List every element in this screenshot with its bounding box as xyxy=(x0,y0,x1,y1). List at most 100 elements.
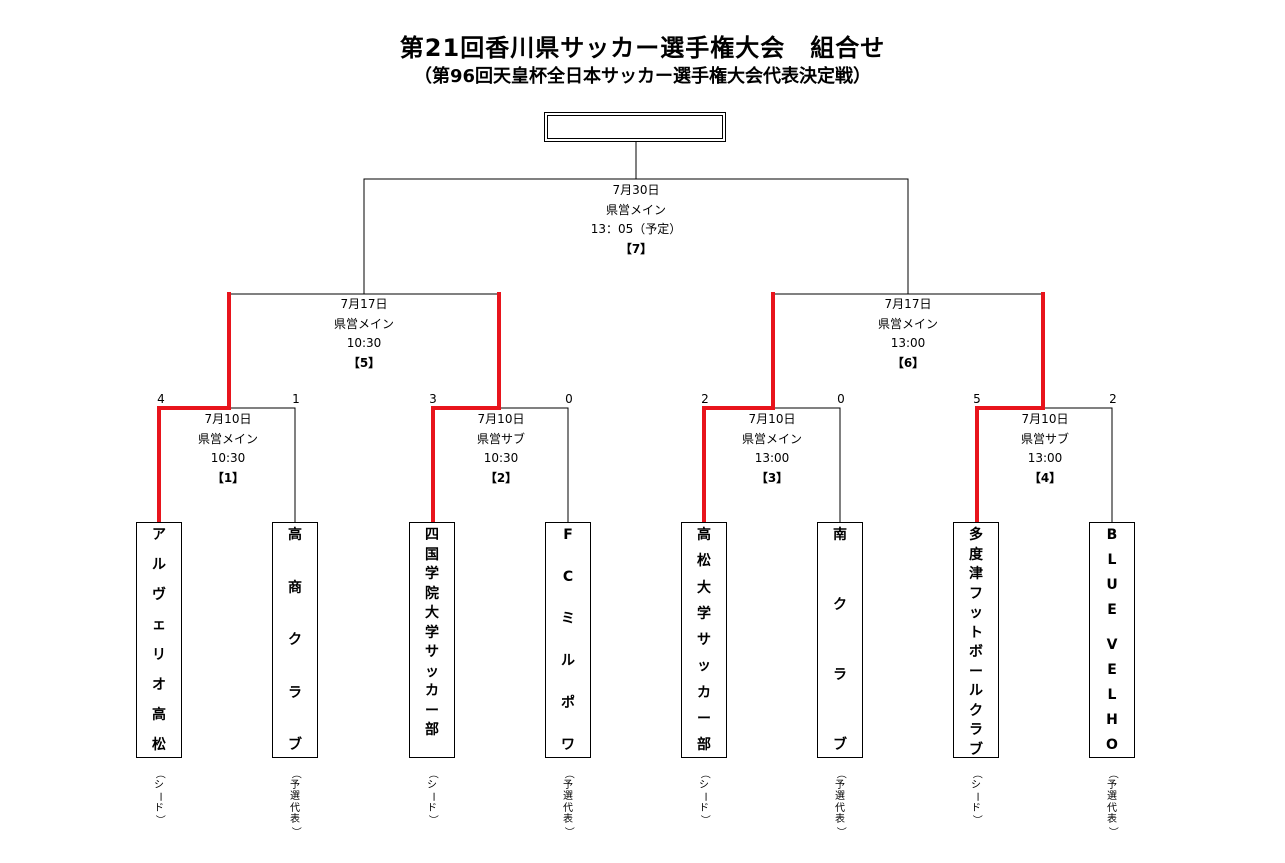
team-name-char: ク xyxy=(833,597,847,613)
team-name-char: 高 xyxy=(288,527,302,543)
team-box: 四国学院大学サッカー部 xyxy=(409,522,455,758)
team-name-char: カ xyxy=(425,683,439,699)
team-note-char: ド xyxy=(699,802,709,814)
team-note-char: ー xyxy=(970,791,982,802)
team-box: 高松大学サッカー部 xyxy=(681,522,727,758)
team-note-char: （ xyxy=(970,768,982,779)
score-team-4: 0 xyxy=(565,392,573,406)
team-note-char: （ xyxy=(698,768,710,779)
team-name-char: 四 xyxy=(425,527,439,543)
team-name-char: 部 xyxy=(425,722,439,738)
match-date: 7月10日 xyxy=(1021,412,1069,426)
team-note-char: 表 xyxy=(835,814,845,825)
team-note-char: ） xyxy=(834,826,846,837)
team-name-char: ル xyxy=(969,683,983,699)
match-date: 7月17日 xyxy=(340,297,388,311)
team-name-char: フ xyxy=(969,585,983,602)
team-name-char: ル xyxy=(152,557,166,573)
team-name-char: ヴ xyxy=(152,587,166,603)
match-3-info: 7月10日 県営メイン 13:00 【3】 xyxy=(712,410,832,488)
team-note-char: 選 xyxy=(835,791,845,802)
match-time: 10:30 xyxy=(346,336,382,350)
match-6-info: 7月17日 県営メイン 13:00 【6】 xyxy=(848,295,968,373)
match-date: 7月10日 xyxy=(748,412,796,426)
score-team-1: 4 xyxy=(157,392,165,406)
team-note: （予選代表） xyxy=(830,768,850,837)
team-name-char: 大 xyxy=(425,605,439,621)
team-box: 多度津フットボールクラブ xyxy=(953,522,999,758)
team-name-char: ル xyxy=(561,653,575,669)
team-name-char: 国 xyxy=(425,546,439,563)
team-note-char: シ xyxy=(154,779,164,791)
team-note-char: （ xyxy=(426,768,438,779)
match-date: 7月30日 xyxy=(612,183,660,197)
match-time: 13:00 xyxy=(1027,451,1063,465)
match-venue: 県営メイン xyxy=(333,316,394,331)
team-name-char: 部 xyxy=(697,737,711,753)
team-name-char: ワ xyxy=(561,737,575,753)
team-note-char: （ xyxy=(1106,768,1118,779)
team-note-char: （ xyxy=(153,768,165,779)
winner-box-inner xyxy=(547,115,723,139)
team-note-char: 表 xyxy=(563,814,573,825)
match-number: 【5】 xyxy=(347,355,381,370)
team-name-char: オ xyxy=(152,677,166,693)
match-time: 10:30 xyxy=(483,451,519,465)
team-name-char: リ xyxy=(152,647,166,663)
team-note-char: ） xyxy=(153,814,165,825)
team-note: （予選代表） xyxy=(285,768,305,837)
page-subtitle: （第96回天皇杯全日本サッカー選手権大会代表決定戦） xyxy=(413,66,872,87)
line-m2-loser xyxy=(499,407,569,522)
team-note-char: ） xyxy=(970,814,982,825)
team-name-char: ボ xyxy=(969,644,983,660)
match-date: 7月10日 xyxy=(477,412,525,426)
team-name-char: V xyxy=(1106,637,1118,653)
team-name-char: L xyxy=(1107,687,1117,703)
team-name-char: 学 xyxy=(425,624,439,641)
team-name-char: ー xyxy=(425,702,439,719)
team-note-char: ） xyxy=(698,814,710,825)
team-box: 高商クラブ xyxy=(272,522,318,758)
team-note-char: （ xyxy=(289,768,301,779)
score-team-8: 2 xyxy=(1109,392,1117,406)
team-note-char: ド xyxy=(427,802,437,814)
match-venue: 県営メイン xyxy=(197,431,258,446)
team-note-char: 代 xyxy=(563,802,573,814)
match-1-info: 7月10日 県営メイン 10:30 【1】 xyxy=(168,410,288,488)
team-name-char: F xyxy=(563,527,573,543)
team-name-char: ェ xyxy=(152,617,166,633)
team-name-char: ク xyxy=(288,632,302,648)
team-name-char: 多 xyxy=(969,527,983,543)
match-date: 7月17日 xyxy=(884,297,932,311)
page-title: 第21回香川県サッカー選手権大会 組合せ xyxy=(399,34,886,62)
bracket-winner-lines xyxy=(157,292,1045,524)
team-note-char: ） xyxy=(289,826,301,837)
team-name-char: ク xyxy=(969,702,983,719)
team-note-char: （ xyxy=(834,768,846,779)
team-name-char: ッ xyxy=(697,658,711,675)
team-name-char: サ xyxy=(697,632,711,648)
match-5-info: 7月17日 県営メイン 10:30 【5】 xyxy=(304,295,424,373)
team-name-char: 高 xyxy=(697,527,711,543)
team-name-char: C xyxy=(562,569,574,585)
team-note-char: 選 xyxy=(290,791,300,802)
match-number: 【6】 xyxy=(891,355,925,370)
team-note-char: 代 xyxy=(1107,802,1117,814)
team-note-char: シ xyxy=(699,779,709,791)
match-4-info: 7月10日 県営サブ 13:00 【4】 xyxy=(985,410,1105,488)
team-note-char: ） xyxy=(426,814,438,825)
team-name-char: サ xyxy=(425,644,439,660)
team-name-char: ッ xyxy=(425,663,439,680)
team-note-char: 予 xyxy=(290,779,300,791)
team-name-char: L xyxy=(1107,552,1117,568)
team-note-char: 予 xyxy=(835,779,845,791)
line-m1-loser xyxy=(229,407,296,522)
team-note: （シード） xyxy=(694,768,714,826)
match-number: 【3】 xyxy=(755,470,789,485)
match-number: 【2】 xyxy=(484,470,518,485)
bracket-black-lines xyxy=(229,142,1113,522)
team-name-char: ア xyxy=(152,527,166,543)
team-name-char: ト xyxy=(969,624,983,641)
